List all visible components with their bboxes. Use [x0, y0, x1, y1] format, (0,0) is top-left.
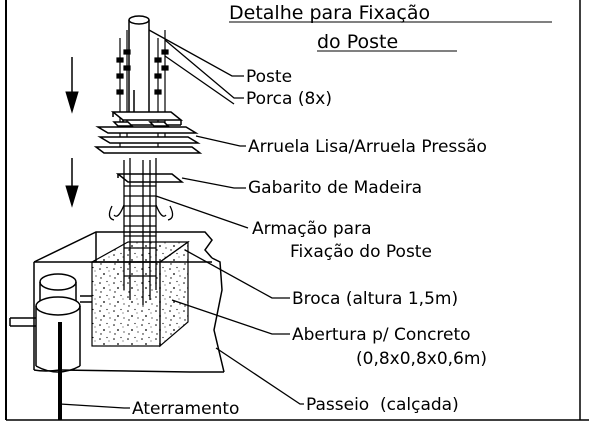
label-arruela: Arruela Lisa/Arruela Pressão — [248, 137, 487, 157]
down-arrow-lower — [65, 158, 79, 208]
label-passeio: Passeio (calçada) — [306, 395, 459, 415]
leader-lines — [59, 29, 304, 409]
label-porca: Porca (8x) — [246, 89, 332, 109]
title-line-1: Detalhe para Fixação — [229, 2, 430, 24]
label-abertura-line-2: (0,8x0,8x0,6m) — [356, 349, 487, 369]
callout-labels: Poste Porca (8x) Arruela Lisa/Arruela Pr… — [132, 67, 487, 419]
title-block: Detalhe para Fixação do Poste — [229, 2, 552, 53]
grounding-box — [9, 273, 92, 373]
drawing-frame — [5, 0, 589, 421]
label-armacao-line-1: Armação para — [252, 219, 371, 239]
label-aterramento: Aterramento — [132, 399, 239, 419]
label-gabarito: Gabarito de Madeira — [248, 178, 422, 198]
pole — [128, 15, 150, 118]
label-armacao-line-2: Fixação do Poste — [290, 242, 432, 262]
washer-bars — [93, 121, 203, 154]
title-line-2: do Poste — [317, 31, 398, 53]
label-broca: Broca (altura 1,5m) — [292, 289, 458, 309]
pole-base-plate — [110, 90, 184, 126]
down-arrow-upper — [65, 57, 79, 114]
concrete-opening — [89, 240, 190, 348]
label-abertura-line-1: Abertura p/ Concreto — [292, 325, 471, 345]
label-poste: Poste — [246, 67, 292, 87]
